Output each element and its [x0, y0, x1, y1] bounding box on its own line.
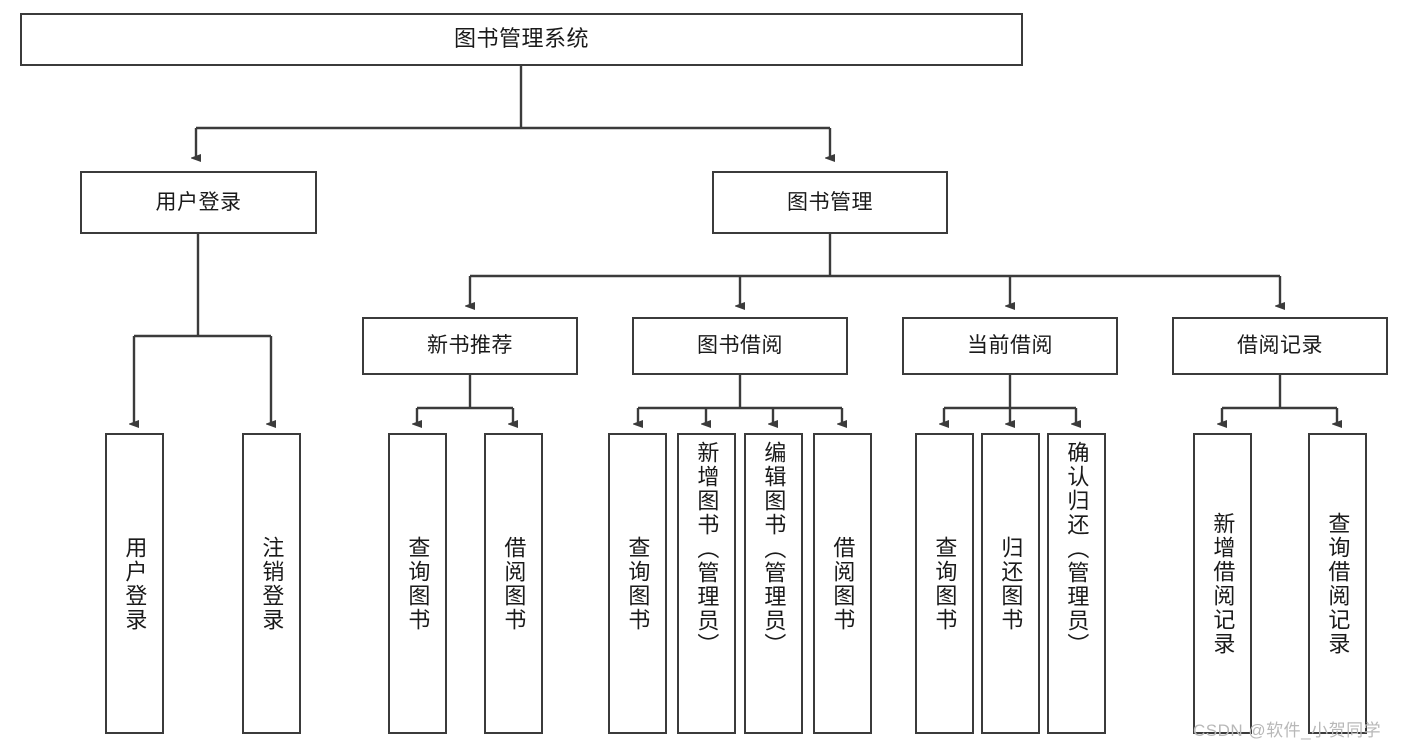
leaf-return-books[interactable]: 归还图书: [981, 433, 1040, 734]
node-label: 借阅图书: [830, 535, 856, 632]
node-label: 当前借阅: [967, 334, 1053, 358]
node-user-login[interactable]: 用户登录: [80, 171, 317, 234]
node-label: 查询图书: [932, 535, 958, 632]
node-label: 图书管理: [787, 190, 873, 214]
leaf-user-login[interactable]: 用户登录: [105, 433, 164, 734]
node-root-book-management-system[interactable]: 图书管理系统: [20, 13, 1023, 66]
node-label: 确认归还（管理员）: [1064, 441, 1090, 657]
node-book-borrowing[interactable]: 图书借阅: [632, 317, 848, 375]
csdn-watermark: CSDN @软件_小贺同学: [1193, 721, 1382, 740]
node-label: 查询图书: [405, 535, 431, 632]
node-label: 图书借阅: [697, 334, 783, 358]
node-borrow-records[interactable]: 借阅记录: [1172, 317, 1388, 375]
node-label: 用户登录: [122, 535, 148, 632]
leaf-query-books-current[interactable]: 查询图书: [915, 433, 974, 734]
node-label: 新增借阅记录: [1210, 511, 1236, 656]
node-current-borrowing[interactable]: 当前借阅: [902, 317, 1118, 375]
leaf-borrow-books-new[interactable]: 借阅图书: [484, 433, 543, 734]
node-label: 新增图书（管理员）: [694, 441, 720, 657]
node-new-book-recommendation[interactable]: 新书推荐: [362, 317, 578, 375]
leaf-confirm-return-admin[interactable]: 确认归还（管理员）: [1047, 433, 1106, 734]
leaf-query-borrow-record[interactable]: 查询借阅记录: [1308, 433, 1367, 734]
leaf-add-borrow-record[interactable]: 新增借阅记录: [1193, 433, 1252, 734]
leaf-query-books-borrow[interactable]: 查询图书: [608, 433, 667, 734]
node-label: 图书管理系统: [453, 26, 589, 52]
node-label: 用户登录: [155, 190, 242, 214]
leaf-add-book-admin[interactable]: 新增图书（管理员）: [677, 433, 736, 734]
node-label: 新书推荐: [427, 334, 513, 358]
node-label: 归还图书: [998, 535, 1024, 632]
node-label: 注销登录: [259, 535, 285, 632]
leaf-edit-book-admin[interactable]: 编辑图书（管理员）: [744, 433, 803, 734]
node-book-management[interactable]: 图书管理: [712, 171, 948, 234]
node-label: 借阅记录: [1237, 334, 1323, 358]
node-label: 借阅图书: [501, 535, 527, 632]
leaf-logout[interactable]: 注销登录: [242, 433, 301, 734]
node-label: 查询图书: [625, 535, 651, 632]
node-label: 查询借阅记录: [1325, 511, 1351, 656]
node-label: 编辑图书（管理员）: [761, 441, 787, 657]
leaf-query-books-new[interactable]: 查询图书: [388, 433, 447, 734]
leaf-borrow-books[interactable]: 借阅图书: [813, 433, 872, 734]
